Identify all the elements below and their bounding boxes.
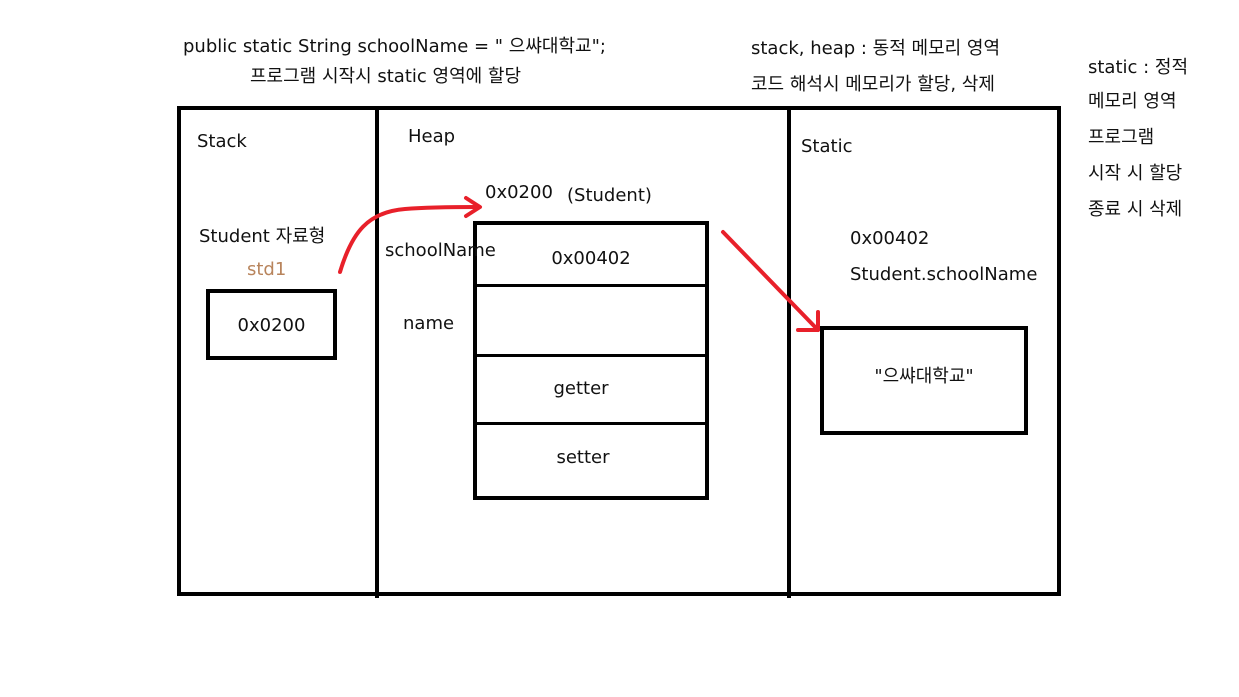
stack-title: Stack [197,131,247,152]
static-value-box: "으쌰대학교" [820,326,1028,435]
field-value-schoolname: 0x00402 [551,248,631,269]
static-alloc-note: 프로그램 시작시 static 영역에 할당 [250,66,522,87]
static-note-line2: 메모리 영역 [1088,91,1177,112]
static-note-line4: 시작 시 할당 [1088,163,1183,184]
field-label-name: name [403,313,455,334]
std1-reference-value: 0x0200 [237,315,306,336]
memory-frame [177,106,1061,596]
stack-heap-note-line1: stack, heap : 동적 메모리 영역 [751,38,1001,59]
heap-title: Heap [408,126,456,147]
static-string-value: "으쌰대학교" [874,366,974,387]
std1-reference-box: 0x0200 [206,289,337,360]
student-object-box [473,221,709,500]
method-getter: getter [553,378,609,399]
student-type-label: Student 자료형 [199,226,326,247]
static-note-line5: 종료 시 삭제 [1088,199,1183,220]
stack-heap-note-line2: 코드 해석시 메모리가 할당, 삭제 [751,74,995,95]
static-note-line1: static : 정적 [1088,57,1189,78]
field-divider-2 [473,354,709,357]
heap-static-divider [787,106,791,598]
heap-object-address: 0x0200 [485,182,553,203]
heap-object-type: (Student) [567,185,652,206]
stack-heap-divider [375,106,379,598]
method-setter: setter [556,447,610,468]
code-line-note: public static String schoolName = " 으쌰대학… [183,36,606,57]
static-address: 0x00402 [850,228,930,249]
field-divider-3 [473,422,709,425]
static-note-line3: 프로그램 [1088,127,1155,148]
static-title: Static [801,136,853,157]
static-field-ref: Student.schoolName [850,264,1038,285]
variable-name-std1: std1 [247,259,287,280]
field-divider-1 [473,284,709,287]
